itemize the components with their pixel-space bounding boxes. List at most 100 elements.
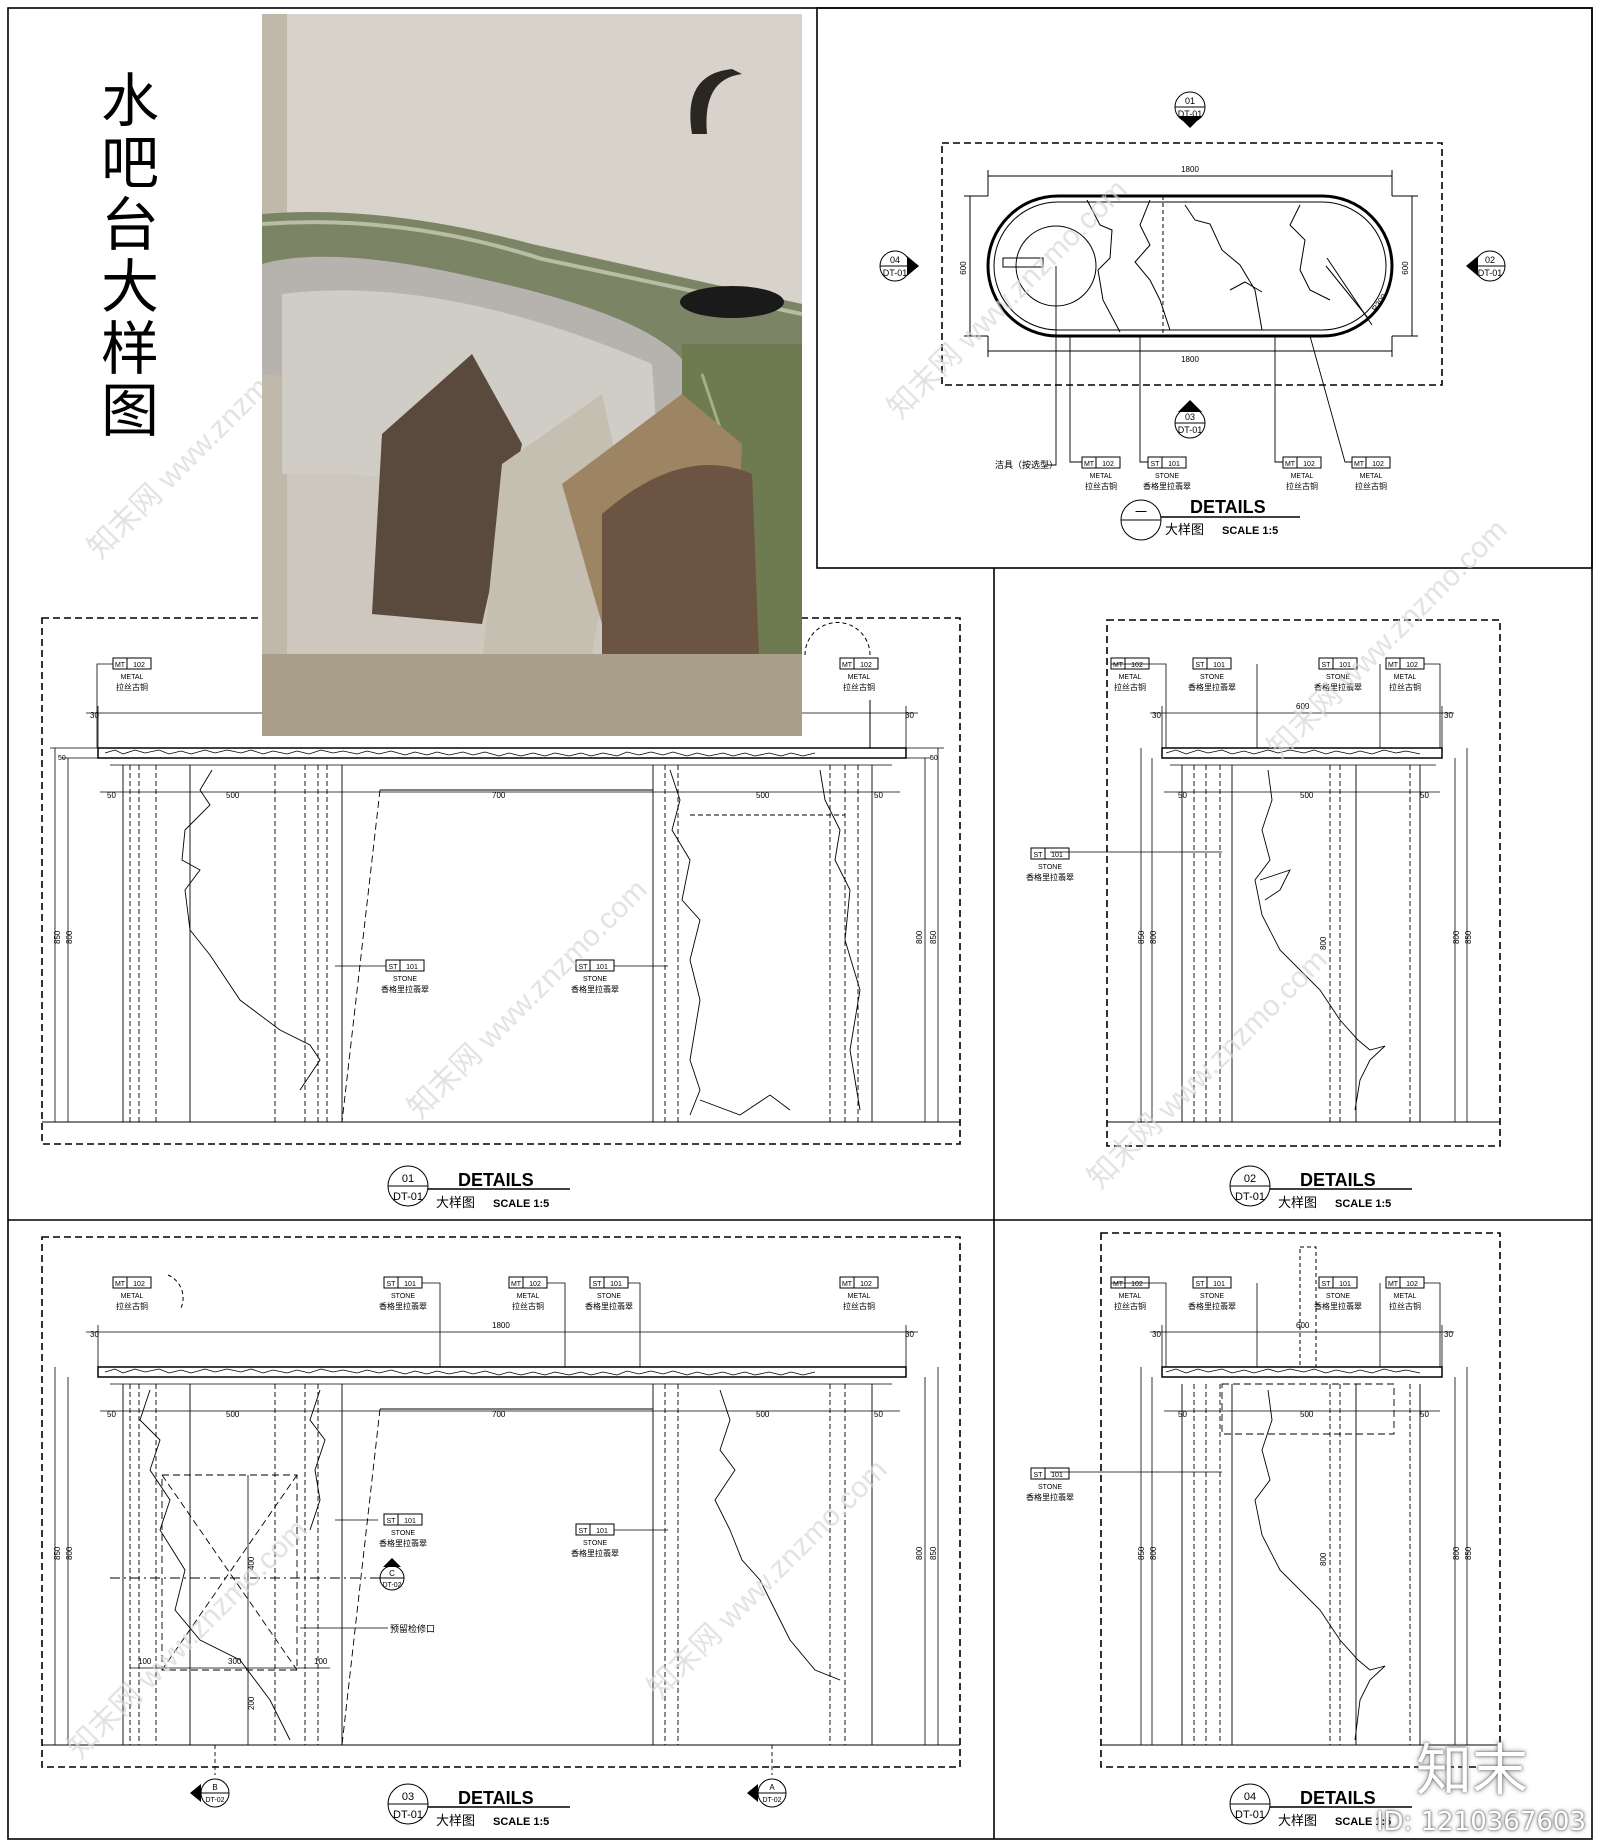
svg-text:700: 700: [492, 1410, 506, 1419]
svg-text:大样图: 大样图: [1165, 522, 1204, 537]
svg-text:STONE: STONE: [597, 1293, 621, 1300]
svg-text:A: A: [769, 1783, 775, 1792]
svg-text:STONE: STONE: [391, 1293, 415, 1300]
svg-text:102: 102: [1406, 1281, 1418, 1288]
svg-text:50: 50: [1420, 1410, 1429, 1419]
svg-text:101: 101: [404, 1518, 416, 1525]
svg-text:香格里拉翡翠: 香格里拉翡翠: [585, 1301, 633, 1311]
plan-tag-mt-3: MT 102 METAL 拉丝古铜: [1351, 456, 1391, 491]
svg-text:MT: MT: [842, 662, 853, 669]
svg-text:102: 102: [1406, 662, 1418, 669]
svg-text:100: 100: [138, 1657, 152, 1666]
svg-text:香格里拉翡翠: 香格里拉翡翠: [1314, 1301, 1362, 1311]
svg-text:101: 101: [1051, 852, 1063, 859]
svg-text:METAL: METAL: [1394, 1293, 1417, 1300]
plan-width-dim-left: 600: [959, 261, 968, 275]
svg-text:02: 02: [1485, 255, 1495, 265]
e03-tag-mt-right: MT 102 METAL 拉丝古铜: [839, 1276, 879, 1311]
svg-text:DETAILS: DETAILS: [1190, 497, 1266, 517]
svg-text:DETAILS: DETAILS: [458, 1170, 534, 1190]
svg-text:101: 101: [596, 964, 608, 971]
svg-text:200: 200: [247, 1696, 256, 1710]
svg-text:MT: MT: [1354, 461, 1365, 468]
svg-text:METAL: METAL: [1394, 674, 1417, 681]
svg-text:知末网 www.znzmo.com: 知末网 www.znzmo.com: [1082, 943, 1334, 1195]
svg-text:30: 30: [90, 711, 99, 720]
svg-text:DT-02: DT-02: [382, 1582, 401, 1589]
svg-text:DT-02: DT-02: [205, 1797, 224, 1804]
svg-text:102: 102: [1131, 1281, 1143, 1288]
svg-text:800: 800: [1319, 1552, 1328, 1566]
svg-text:STONE: STONE: [1038, 1484, 1062, 1491]
svg-text:850: 850: [53, 1546, 62, 1560]
svg-text:101: 101: [1168, 461, 1180, 468]
e03-tag-st-right: ST 101 STONE 香格里拉翡翠: [571, 1523, 619, 1558]
e03-tag-st-1: ST 101 STONE 香格里拉翡翠: [379, 1276, 427, 1311]
plan-marker-bottom: 03 DT-01: [1174, 400, 1206, 439]
svg-text:102: 102: [860, 1281, 872, 1288]
svg-text:850: 850: [53, 930, 62, 944]
svg-text:101: 101: [1051, 1472, 1063, 1479]
svg-text:拉丝古铜: 拉丝古铜: [843, 682, 875, 692]
svg-text:香格里拉翡翠: 香格里拉翡翠: [1188, 1301, 1236, 1311]
caption-02: 02 DT-01 DETAILS 大样图 SCALE 1:5: [1229, 1165, 1412, 1210]
caption-01: 01 DT-01 DETAILS 大样图 SCALE 1:5: [387, 1165, 570, 1210]
svg-text:ST: ST: [1196, 662, 1206, 669]
plan-tag-st: ST 101 STONE 香格里拉翡翠: [1143, 456, 1191, 491]
svg-text:STONE: STONE: [1200, 1293, 1224, 1300]
section-marker-a: A DT-02: [747, 1778, 787, 1808]
svg-text:800: 800: [1319, 936, 1328, 950]
svg-text:DT-01: DT-01: [1235, 1191, 1265, 1203]
svg-text:500: 500: [226, 791, 240, 800]
svg-text:102: 102: [1372, 461, 1384, 468]
svg-text:香格里拉翡翠: 香格里拉翡翠: [379, 1538, 427, 1548]
e02-tag-st-1: ST 101 STONE 香格里拉翡翠: [1188, 657, 1236, 692]
svg-text:拉丝古铜: 拉丝古铜: [116, 1301, 148, 1311]
svg-text:800: 800: [65, 1546, 74, 1560]
svg-text:SCALE 1:5: SCALE 1:5: [1335, 1198, 1391, 1210]
svg-text:03: 03: [402, 1791, 414, 1803]
svg-text:MT: MT: [1113, 662, 1124, 669]
svg-text:102: 102: [1303, 461, 1315, 468]
svg-text:850: 850: [1137, 930, 1146, 944]
svg-text:800: 800: [1149, 1546, 1158, 1560]
svg-text:拉丝古铜: 拉丝古铜: [1114, 682, 1146, 692]
svg-text:B: B: [212, 1783, 217, 1792]
svg-text:1800: 1800: [492, 1321, 510, 1330]
svg-text:101: 101: [406, 964, 418, 971]
svg-text:101: 101: [1339, 662, 1351, 669]
svg-text:02: 02: [1244, 1173, 1256, 1185]
svg-text:101: 101: [1339, 1281, 1351, 1288]
svg-text:METAL: METAL: [517, 1293, 540, 1300]
svg-text:800: 800: [1452, 930, 1461, 944]
svg-text:30: 30: [1444, 1330, 1453, 1339]
svg-text:一: 一: [1135, 505, 1147, 519]
svg-text:101: 101: [404, 1281, 416, 1288]
plan-tag-mt-2: MT 102 METAL 拉丝古铜: [1282, 456, 1322, 491]
svg-text:101: 101: [1213, 662, 1225, 669]
svg-text:香格里拉翡翠: 香格里拉翡翠: [1026, 1492, 1074, 1502]
svg-text:102: 102: [133, 662, 145, 669]
svg-text:500: 500: [756, 1410, 770, 1419]
svg-text:DT-01: DT-01: [1478, 268, 1503, 278]
svg-text:30: 30: [1152, 1330, 1161, 1339]
watermark-logo: 知末: [1416, 1739, 1528, 1804]
svg-text:香格里拉翡翠: 香格里拉翡翠: [1143, 481, 1191, 491]
e04-tag-mt-right: MT 102 METAL 拉丝古铜: [1385, 1276, 1425, 1311]
svg-text:30: 30: [1152, 711, 1161, 720]
svg-text:STONE: STONE: [1200, 674, 1224, 681]
svg-text:拉丝古铜: 拉丝古铜: [843, 1301, 875, 1311]
svg-text:METAL: METAL: [1119, 1293, 1142, 1300]
svg-text:大样图: 大样图: [436, 1813, 475, 1828]
plan-width-dim-right: 600: [1401, 261, 1410, 275]
svg-text:01: 01: [402, 1173, 414, 1185]
svg-text:850: 850: [929, 1546, 938, 1560]
svg-text:METAL: METAL: [1090, 473, 1113, 480]
watermark-id: ID: 1210367603: [1375, 1807, 1586, 1837]
svg-text:SCALE 1:5: SCALE 1:5: [493, 1198, 549, 1210]
e01-tag-st-center: ST 101 STONE 香格里拉翡翠: [381, 959, 429, 994]
plan-view: 1800 1800 600 600 R300 01 DT-01 02 DT-01…: [879, 91, 1506, 541]
svg-text:MT: MT: [842, 1281, 853, 1288]
e04-tag-st-2: ST 101 STONE 香格里拉翡翠: [1314, 1276, 1362, 1311]
svg-text:大样图: 大样图: [1278, 1813, 1317, 1828]
